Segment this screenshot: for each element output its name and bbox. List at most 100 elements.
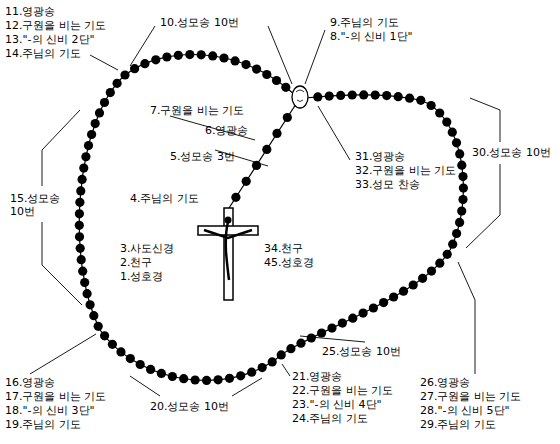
bead xyxy=(84,141,93,150)
bead xyxy=(197,50,206,59)
bead xyxy=(427,101,436,110)
bead xyxy=(100,98,109,107)
prayer-label: 17.구원을 비는 기도 xyxy=(5,390,107,403)
bead xyxy=(126,354,135,363)
bead xyxy=(382,91,391,100)
bead xyxy=(100,331,109,340)
bead xyxy=(455,149,464,158)
prayer-label: 27.구원을 비는 기도 xyxy=(420,390,522,403)
bead xyxy=(457,207,466,216)
bead xyxy=(458,172,467,181)
bead xyxy=(83,289,92,298)
bead xyxy=(459,184,468,193)
bead xyxy=(208,51,217,60)
bead xyxy=(359,309,368,318)
bead xyxy=(416,96,425,105)
bead xyxy=(168,372,177,381)
bead xyxy=(418,274,427,283)
prayer-label: 26.영광송 xyxy=(420,376,471,389)
bead xyxy=(76,186,85,195)
prayer-label: 4.주님의 기도 xyxy=(130,192,199,205)
bead xyxy=(296,339,305,348)
prayer-label: 21.영광송 xyxy=(292,370,343,383)
prayer-label: 2.천구 xyxy=(120,256,153,269)
bead xyxy=(219,53,228,62)
bead xyxy=(130,64,139,73)
prayer-label: 20.성모송 10번 xyxy=(150,400,229,413)
bead xyxy=(157,369,166,378)
prayer-label: 33.성모 찬송 xyxy=(355,178,420,191)
bead xyxy=(442,118,451,127)
prayer-label: 7.구원을 비는 기도 xyxy=(150,104,245,117)
bead xyxy=(405,94,414,103)
bead xyxy=(113,79,122,88)
bead xyxy=(327,324,336,333)
prayer-label: 19.주님의 기도 xyxy=(5,418,81,431)
bead xyxy=(379,298,388,307)
bead xyxy=(87,130,96,139)
prayer-label: 24.주님의 기도 xyxy=(292,412,368,425)
bead xyxy=(452,229,461,238)
bead xyxy=(452,138,461,147)
bead xyxy=(120,70,129,79)
bead xyxy=(75,198,84,207)
bead xyxy=(191,375,200,384)
bead xyxy=(458,195,467,204)
bead xyxy=(76,244,85,253)
bead xyxy=(89,311,98,320)
prayer-label: 28."-의 신비 5단" xyxy=(420,404,510,417)
bead xyxy=(146,365,155,374)
bead xyxy=(286,344,295,353)
bead xyxy=(86,300,95,309)
bead xyxy=(225,374,234,383)
prayer-label: 23."-의 신비 4단" xyxy=(292,398,382,411)
bead xyxy=(174,51,183,60)
bead xyxy=(81,152,90,161)
prayer-label: 5.성모송 3번 xyxy=(170,150,235,163)
bead xyxy=(277,350,286,359)
bead xyxy=(394,92,403,101)
prayer-label: 18."-의 신비 3단" xyxy=(5,404,95,417)
bead xyxy=(369,303,378,312)
bead xyxy=(325,92,334,101)
prayer-label: 16.영광송 xyxy=(5,376,56,389)
bead xyxy=(336,91,345,100)
prayer-label: 12.구원을 비는 기도 xyxy=(5,19,107,32)
bead xyxy=(214,375,223,384)
bead xyxy=(409,280,418,289)
prayer-label: 6.영광송 xyxy=(205,124,249,137)
leader-lines xyxy=(30,26,500,396)
bead xyxy=(106,88,115,97)
prayer-label: 29.주님의 기도 xyxy=(420,418,496,431)
bead xyxy=(247,368,256,377)
bead xyxy=(371,91,380,100)
bead xyxy=(435,108,444,117)
bead xyxy=(258,363,267,372)
bead xyxy=(272,129,281,138)
bead xyxy=(262,70,271,79)
bead xyxy=(399,287,408,296)
bead xyxy=(241,60,250,69)
bead xyxy=(338,319,347,328)
prayer-label: 25.성모송 10번 xyxy=(322,345,401,358)
bead xyxy=(283,113,292,122)
bead xyxy=(179,374,188,383)
bead xyxy=(236,371,245,380)
bead xyxy=(307,333,316,342)
bead xyxy=(91,119,100,128)
crucifix xyxy=(198,208,258,300)
prayer-label: 14.주님의 기도 xyxy=(5,47,81,60)
bead xyxy=(455,218,464,227)
bead xyxy=(281,83,290,92)
bead xyxy=(108,340,117,349)
bead xyxy=(272,76,281,85)
bead xyxy=(78,175,87,184)
bead xyxy=(457,161,466,170)
bead xyxy=(348,90,357,99)
prayer-label: 3.사도신경 xyxy=(120,242,175,255)
bead xyxy=(78,267,87,276)
bead xyxy=(151,55,160,64)
prayer-label: 1.성호경 xyxy=(120,270,164,283)
